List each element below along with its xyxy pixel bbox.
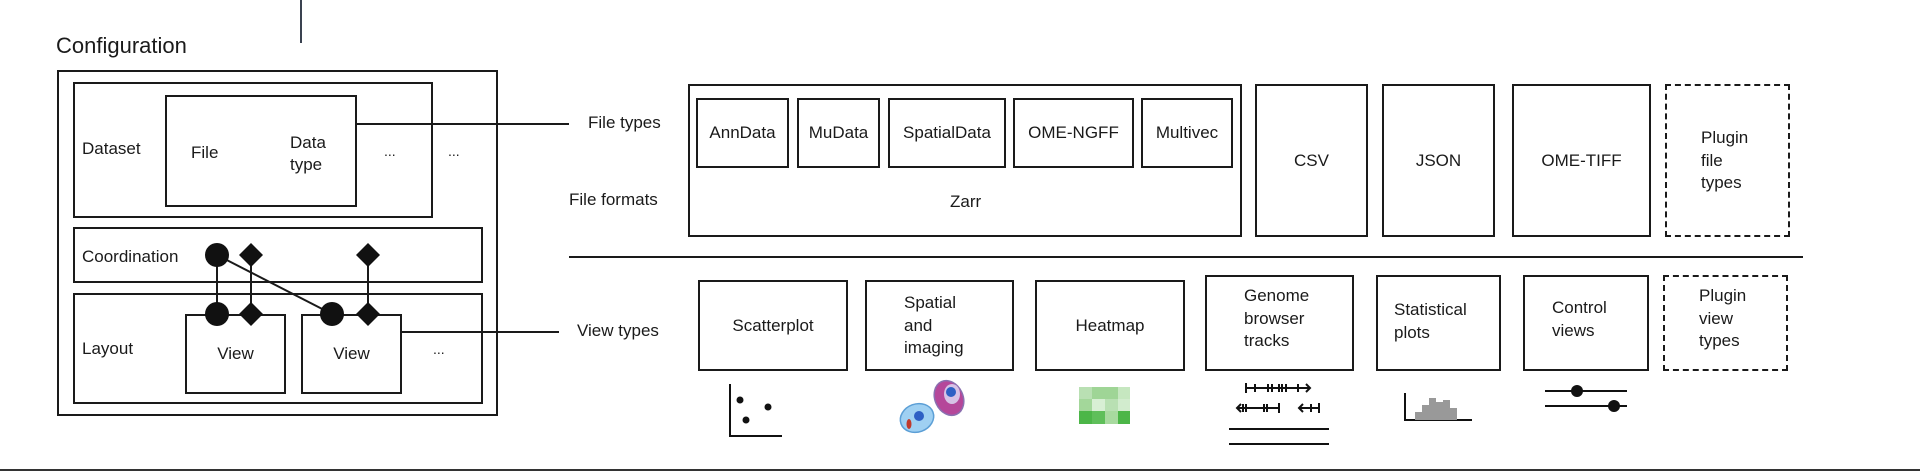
- section-divider: [569, 256, 1803, 258]
- file-type-anndata: AnnData: [696, 98, 789, 168]
- dataset-ellipsis-outer: ...: [448, 143, 460, 159]
- zarr-format-box: [688, 84, 1242, 237]
- coordination-box: [73, 227, 483, 283]
- file-type-multivec: Multivec: [1141, 98, 1233, 168]
- view-type-label: tracks: [1244, 331, 1290, 350]
- file-label: File: [191, 143, 219, 162]
- file-type-spatialdata: SpatialData: [888, 98, 1006, 168]
- plugin-text: types: [1699, 331, 1740, 350]
- view-circle: [320, 302, 344, 326]
- view-type-spatial: Spatial and imaging: [865, 280, 1014, 371]
- dataset-label: Dataset: [82, 139, 141, 158]
- data-type-line1: Data: [290, 133, 326, 152]
- view-type-scatterplot: Scatterplot: [698, 280, 848, 371]
- genome-tracks-icon: [1229, 383, 1329, 445]
- view-type-label: imaging: [904, 338, 964, 357]
- view-box: View: [185, 314, 286, 394]
- file-type-label: AnnData: [709, 123, 776, 142]
- arrow-stub: [300, 0, 302, 43]
- file-type-label: MuData: [808, 123, 869, 142]
- view-type-statistical-plots: Statistical plots: [1376, 275, 1501, 371]
- zarr-label: Zarr: [950, 192, 982, 211]
- file-type-ome-ngff: OME-NGFF: [1013, 98, 1134, 168]
- file-type-label: OME-NGFF: [1028, 123, 1119, 142]
- view-type-heatmap: Heatmap: [1035, 280, 1185, 371]
- sliders-icon: [1545, 385, 1627, 412]
- histogram-icon: [1404, 393, 1472, 421]
- heatmap-icon: [1079, 387, 1130, 424]
- view-label: View: [333, 344, 370, 363]
- view-type-label: and: [904, 315, 933, 335]
- view-type-label: Genome: [1244, 286, 1310, 305]
- configuration-title: Configuration: [56, 33, 187, 58]
- view-type-control-views: Control views: [1523, 275, 1649, 371]
- dataset-ellipsis-inner: ...: [384, 143, 396, 159]
- file-type-label: Multivec: [1155, 123, 1219, 142]
- file-format-label: OME-TIFF: [1541, 150, 1622, 170]
- file-format-label: CSV: [1294, 150, 1329, 170]
- view-diamond: [356, 302, 380, 326]
- plugin-file-types-box: Plugin file types: [1665, 84, 1790, 237]
- layout-ellipsis: ...: [433, 341, 445, 357]
- view-type-label: browser: [1244, 308, 1305, 328]
- plugin-text: types: [1701, 173, 1742, 192]
- configuration-box: [57, 70, 498, 416]
- data-type-line2: type: [290, 155, 323, 174]
- file-format-label: JSON: [1415, 150, 1462, 170]
- plugin-text: Plugin: [1701, 128, 1749, 147]
- coordination-label: Coordination: [82, 247, 179, 266]
- coordination-circle: [205, 243, 229, 267]
- layout-box: [73, 293, 483, 404]
- view-label: View: [217, 344, 254, 363]
- cells-icon: [899, 379, 965, 434]
- file-box: [165, 95, 357, 207]
- layout-label: Layout: [82, 339, 134, 358]
- view-type-label: Heatmap: [1075, 315, 1145, 335]
- file-format-csv: CSV: [1255, 84, 1368, 237]
- view-type-genome-tracks: Genome browser tracks: [1205, 275, 1354, 371]
- view-type-label: Spatial: [904, 293, 956, 312]
- plugin-text: Plugin: [1699, 286, 1747, 305]
- file-type-mudata: MuData: [797, 98, 880, 168]
- view-type-label: plots: [1394, 322, 1430, 342]
- plugin-text: view: [1699, 308, 1734, 328]
- coordination-diamond: [239, 243, 263, 267]
- file-format-ome-tiff: OME-TIFF: [1512, 84, 1651, 237]
- view-type-label: views: [1552, 320, 1595, 340]
- file-formats-label: File formats: [569, 190, 658, 209]
- view-type-label: Statistical: [1394, 300, 1467, 319]
- file-types-label: File types: [588, 113, 661, 132]
- bottom-rule: [0, 469, 1920, 471]
- view-type-label: Scatterplot: [732, 315, 814, 335]
- file-format-json: JSON: [1382, 84, 1495, 237]
- plugin-view-types-box: Plugin view types: [1663, 275, 1788, 371]
- view-type-label: Control: [1552, 298, 1607, 317]
- view-circle: [205, 302, 229, 326]
- coordination-diamond: [356, 243, 380, 267]
- view-box: View: [301, 314, 402, 394]
- view-diamond: [239, 302, 263, 326]
- plugin-text: file: [1701, 150, 1723, 170]
- dataset-box: [73, 82, 433, 218]
- file-type-label: SpatialData: [903, 123, 991, 142]
- scatterplot-icon: [729, 384, 782, 437]
- view-types-label: View types: [577, 321, 659, 340]
